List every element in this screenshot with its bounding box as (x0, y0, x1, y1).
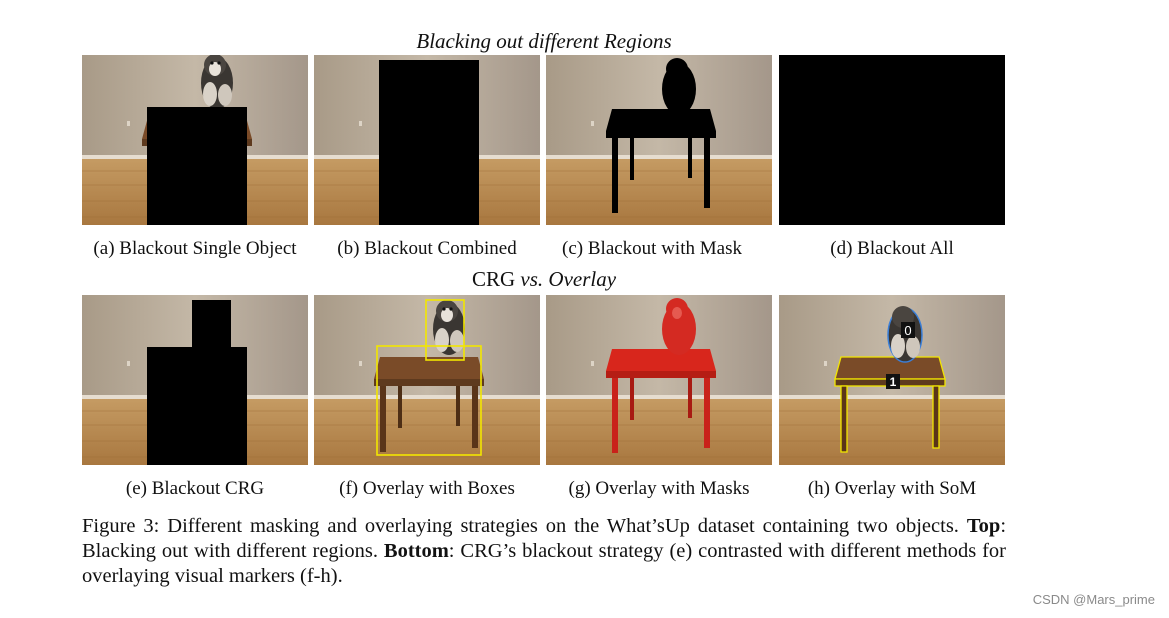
panel-h-image: 0 1 (779, 295, 1005, 465)
caption-e: (e) Blackout CRG (125, 478, 265, 499)
caption-g: (g) Overlay with Masks (568, 478, 750, 499)
panel-d-image (779, 55, 1005, 225)
panel-b-image (314, 55, 540, 225)
figure-label: Figure 3: (82, 515, 160, 537)
som-label-dog: 0 (904, 323, 911, 338)
caption-b: (b) Blackout Combined (337, 238, 517, 259)
figure-caption-top-label: Top (966, 515, 1001, 537)
caption-d: (d) Blackout All (830, 238, 954, 259)
panel-e-image (82, 295, 308, 465)
figure-caption-text2: : Blacking out with different regions. (82, 515, 1007, 562)
section-title-top: Blacking out different Regions (416, 29, 672, 53)
figure-caption-text3: : CRG’s blackout strategy (e) contrasted… (82, 540, 1007, 587)
section-title-overlay: Overlay (548, 267, 617, 291)
figure-caption-text1: Different masking and overlaying strateg… (159, 515, 967, 537)
figure-caption-bottom-label: Bottom (383, 540, 449, 562)
section-title-bottom: CRG vs. Overlay (472, 267, 616, 292)
caption-a: (a) Blackout Single Object (93, 238, 297, 259)
caption-h: (h) Overlay with SoM (807, 478, 977, 499)
panel-f-image (314, 295, 540, 465)
panel-a-image (82, 55, 308, 225)
panel-g-image (546, 295, 772, 465)
panel-c-image (546, 55, 772, 225)
figure-caption: Figure 3: Different masking and overlayi… (82, 514, 1006, 589)
caption-c: (c) Blackout with Mask (562, 238, 742, 259)
caption-f: (f) Overlay with Boxes (339, 478, 515, 499)
watermark: CSDN @Mars_prime (1032, 592, 1155, 607)
section-title-crg: CRG (471, 267, 516, 291)
som-label-table: 1 (890, 375, 897, 389)
section-title-vs: vs. (520, 267, 544, 291)
